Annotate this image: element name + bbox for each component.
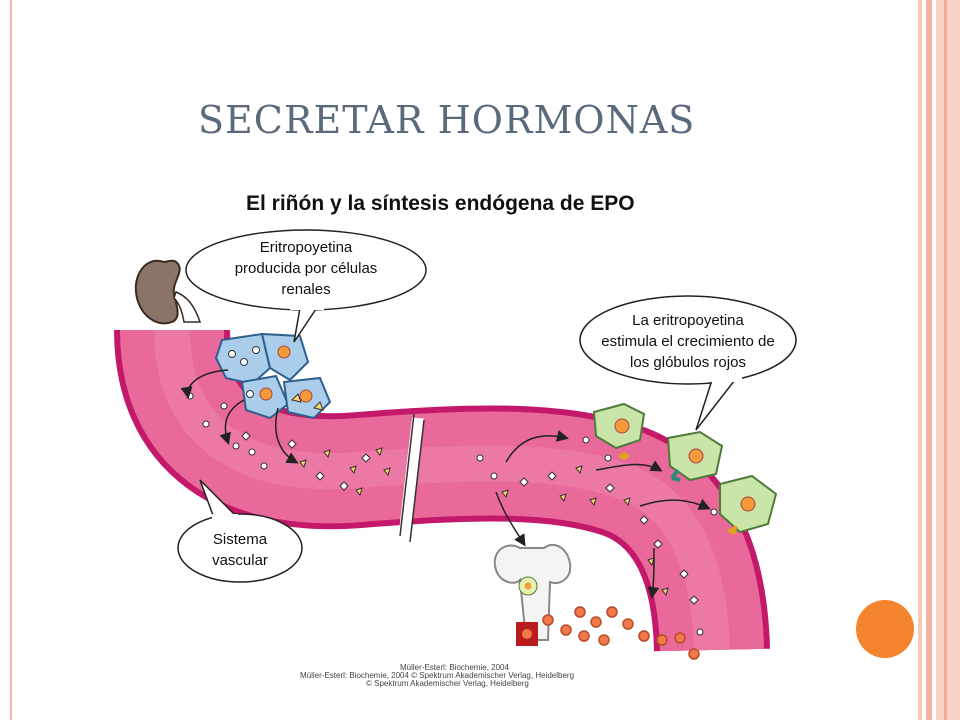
image-credits: Müller-Esterl: Biochemie, 2004 Müller-Es…: [300, 663, 574, 688]
callout-red-line-3: los glóbulos rojos: [630, 354, 746, 371]
flow-arrows: [180, 369, 711, 599]
precursor-cells: [592, 402, 778, 535]
callout-renal-line-3: renales: [281, 281, 330, 298]
right-decorative-band: [944, 0, 947, 720]
callout-red-cells: La eritropoyetina estimula el crecimient…: [579, 295, 797, 431]
callout-renal-epo: Eritropoyetina producida por células ren…: [185, 229, 427, 343]
left-frame-line: [10, 0, 12, 720]
credit-line-1: Müller-Esterl: Biochemie, 2004: [400, 663, 509, 672]
vessel-break-mark: [398, 413, 425, 543]
callout-red-line-1: La eritropoyetina: [632, 312, 744, 329]
right-decorative-band: [936, 0, 960, 720]
bone-icon: [493, 543, 572, 646]
right-decorative-band: [918, 0, 922, 720]
epo-triangles: [299, 447, 669, 597]
credit-line-2: Müller-Esterl: Biochemie, 2004 © Spektru…: [300, 671, 574, 680]
renal-cells: [214, 332, 332, 420]
blood-vessel: [114, 328, 770, 653]
callout-vascular-line-2: vascular: [212, 552, 268, 569]
credit-line-3: © Spektrum Akademischer Verlag, Heidelbe…: [366, 679, 529, 688]
epo-molecules: [186, 392, 718, 636]
callout-vascular-line-1: Sistema: [213, 531, 268, 548]
diagram-title: El riñón y la síntesis endógena de EPO: [246, 192, 635, 215]
callout-renal-line-1: Eritropoyetina: [260, 239, 353, 256]
orange-circle-decoration: [856, 600, 914, 658]
right-decorative-band: [926, 0, 932, 720]
callout-red-line-2: estimula el crecimiento de: [601, 333, 774, 350]
slide-title: SECRETAR HORMONAS: [198, 98, 696, 142]
callout-renal-line-2: producida por células: [235, 260, 378, 277]
kidney-icon: [134, 259, 202, 325]
callout-vascular: Sistema vascular: [177, 479, 303, 583]
red-blood-cells: [542, 606, 700, 660]
